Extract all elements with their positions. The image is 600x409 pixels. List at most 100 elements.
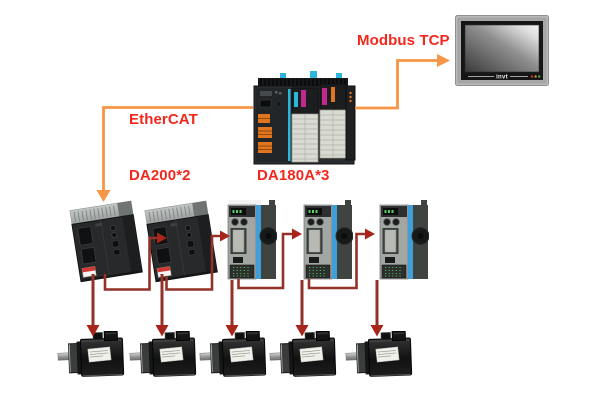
- chain-arrowhead-2: [220, 230, 230, 242]
- da180a-comm-port-1: [307, 218, 315, 226]
- plc-end-module: [345, 85, 356, 161]
- da180a-blue-stripe: [256, 205, 261, 279]
- da180a-comm-port-2: [316, 218, 324, 226]
- plc-cpu-cyan-stripe: [288, 89, 291, 161]
- motor-group: [269, 331, 337, 377]
- servo-drive-da180a-3: [379, 200, 429, 280]
- plc-top-tab-cyan-3: [336, 73, 342, 81]
- da180a-top-strip: [229, 200, 261, 205]
- motor-bottom-shine: [294, 373, 335, 377]
- motor-connector-small: [92, 332, 103, 341]
- da180a-display-digit-1: [308, 210, 311, 213]
- ethercat-arrowhead: [96, 190, 111, 202]
- servo-drive-da180a-1: [227, 200, 277, 280]
- plc-io2-tab-orange: [331, 87, 335, 102]
- da200-port-1: [185, 225, 191, 231]
- da180a-display-digit-2: [388, 210, 390, 213]
- da180a-cn-pins: [310, 231, 320, 251]
- motor-group: [345, 331, 413, 377]
- servo-motor-5: [345, 331, 413, 377]
- motor-nameplate-text: [301, 350, 320, 358]
- motor-flange-highlight: [280, 344, 283, 373]
- servo-motor-2: [129, 331, 197, 377]
- da180a-comm-port-2: [392, 218, 400, 226]
- plc-end-led-3: [349, 99, 352, 103]
- motor-connector-small: [164, 332, 175, 341]
- chain-arrowhead-3: [292, 228, 302, 240]
- da200-seam: [100, 219, 111, 278]
- da180a-small-port: [309, 257, 319, 263]
- da180a-fan-hub: [265, 233, 272, 239]
- plc-cpu-display: [259, 99, 272, 108]
- chain-link-1: [103, 236, 157, 291]
- da180a-display: [231, 208, 246, 215]
- plc-controller: [253, 71, 356, 165]
- modbus-arrowhead: [437, 54, 450, 67]
- da180a-display-digit-1: [232, 210, 235, 213]
- plc-cpu-led-2: [279, 92, 282, 95]
- da180a-display-digit-3: [239, 210, 242, 213]
- da200-port-2: [186, 232, 192, 238]
- motor-nameplate-text: [231, 350, 250, 358]
- da180a-fan-hub: [417, 233, 424, 239]
- label-da180a-group: DA180A*3: [257, 167, 330, 184]
- da180a-small-port: [233, 257, 243, 263]
- da200-connector-2: [80, 247, 97, 265]
- motor-arrowhead-5: [370, 325, 384, 337]
- plc-cpu-button: [277, 102, 281, 106]
- da180a-comm-port-1: [231, 218, 239, 226]
- da180a-display-digit-3: [391, 210, 394, 213]
- da180a-fan-hub: [341, 233, 348, 239]
- plc-end-led-2: [349, 95, 352, 99]
- servo-drive-da200-2: [144, 200, 218, 283]
- plc-top-tab-cyan-2: [310, 71, 317, 80]
- da200-seam: [175, 219, 186, 278]
- da180a-top-tab: [269, 200, 275, 206]
- da180a-top-tab: [345, 200, 351, 206]
- motor-group: [199, 331, 267, 377]
- label-modbus-tcp: Modbus TCP: [357, 32, 450, 49]
- plc-end-face: [345, 85, 356, 161]
- da200-led-strip: [95, 222, 103, 227]
- da180a-cn-plug: [384, 229, 397, 253]
- da180a-comm-port-2: [240, 218, 248, 226]
- hmi-brand-label: invt: [496, 75, 508, 81]
- hmi-screen: [464, 24, 540, 73]
- da180a-display-digit-1: [384, 210, 387, 213]
- da180a-comm-port-1: [383, 218, 391, 226]
- motor-arrowhead-1: [86, 325, 100, 337]
- da200-port-2: [111, 232, 117, 238]
- motor-connector-small: [380, 332, 391, 341]
- motor-connector-small: [304, 332, 315, 341]
- motor-connector-top: [393, 332, 405, 335]
- da200-bottom-edge: [80, 270, 143, 282]
- motor-connector-top: [317, 332, 329, 335]
- servo-drive-da180a-2: [303, 200, 353, 280]
- da200-led-strip: [170, 222, 178, 227]
- da200-port-3: [111, 240, 120, 248]
- motor-nameplate-text: [89, 350, 108, 358]
- da180a-small-port: [385, 257, 395, 263]
- da200-connector-1: [77, 226, 94, 246]
- modbus-line: [355, 59, 437, 110]
- da180a-display-digit-2: [236, 210, 238, 213]
- da180a-cn-pins: [386, 231, 396, 251]
- motor-nameplate-text: [161, 350, 180, 358]
- da180a-blue-stripe: [408, 205, 413, 279]
- da180a-top-tab: [421, 200, 427, 206]
- plc-io1-grid: [292, 114, 318, 162]
- chain-link-2: [165, 234, 220, 291]
- da180a-cn-plug: [308, 229, 321, 253]
- servo-drive-da200-1: [69, 200, 143, 283]
- motor-bottom-shine: [370, 373, 411, 377]
- motor-connector-top: [105, 332, 117, 335]
- motor-flange-highlight: [210, 344, 213, 373]
- da200-sticker-red: [156, 266, 171, 273]
- servo-motor-1: [57, 331, 125, 377]
- da180a-display: [307, 208, 322, 215]
- motor-connector-top: [247, 332, 259, 335]
- da200-port-1: [110, 225, 116, 231]
- plc-io2-grid: [320, 110, 346, 158]
- da200-sticker-red: [81, 266, 96, 273]
